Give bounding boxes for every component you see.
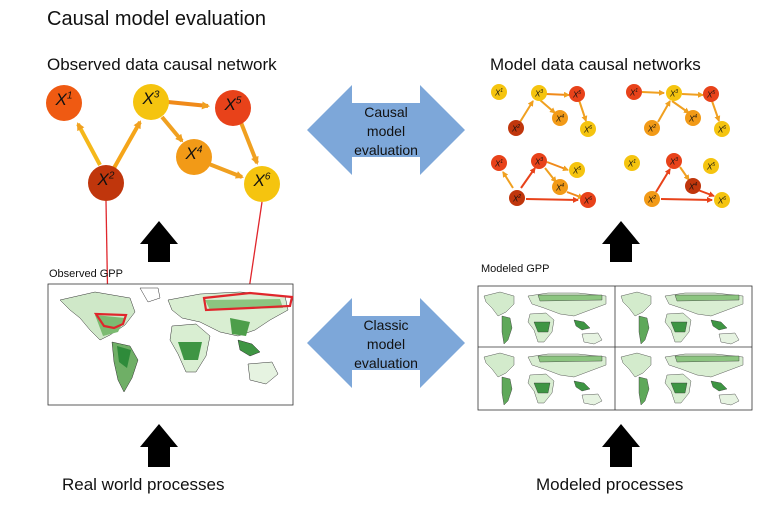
modeled-mini-map-3	[483, 352, 607, 406]
model-network-2	[626, 84, 730, 137]
causal-evaluation-arrow	[307, 85, 465, 175]
edge-x3-x4	[160, 115, 184, 143]
up-arrow-modeled-map	[602, 221, 640, 262]
observed-network-title: Observed data causal network	[47, 55, 277, 74]
model-network-3-node-label: X5	[572, 166, 582, 176]
model-network-2-node-label: X6	[717, 125, 727, 135]
model-network-3-node-label: X2	[512, 194, 522, 204]
modeled-mini-map-1	[483, 291, 607, 345]
model-network-2-node-label: X3	[669, 89, 679, 99]
modeled-map-label: Modeled GPP	[481, 263, 550, 275]
edge-x2-x1	[76, 122, 102, 166]
model-network-1-node-label: X5	[572, 90, 582, 100]
classic-evaluation-arrow	[307, 298, 465, 388]
model-network-3-node-label: X3	[534, 157, 544, 167]
highlight-region-siberia	[202, 291, 294, 312]
model-network-4-node-label: X4	[688, 182, 698, 192]
node-x1-label: X1	[55, 90, 73, 109]
node-x4-label: X4	[185, 144, 203, 163]
observed-network-nodes	[46, 84, 280, 202]
up-arrow-observed-map	[140, 221, 178, 262]
highlight-region-north-america	[93, 312, 128, 330]
node-x1	[46, 85, 82, 121]
causal-evaluation-label: Causal model evaluation	[354, 104, 418, 158]
model-network-3-node-label: X4	[555, 183, 565, 193]
model-network-4-node-label: X5	[706, 162, 716, 172]
model-network-2-node-label: X1	[629, 88, 639, 98]
node-x6-label: X6	[253, 171, 271, 190]
node-x4	[176, 139, 212, 175]
model-networks-title: Model data causal networks	[490, 55, 701, 74]
edge-x5-x6	[238, 119, 259, 165]
link-x6-to-map	[247, 201, 263, 297]
model-network-4-node-label: X6	[717, 196, 727, 206]
modeled-mini-map-4	[620, 352, 744, 406]
model-network-3	[491, 153, 596, 208]
page-title: Causal model evaluation	[47, 8, 267, 30]
node-x6	[244, 166, 280, 202]
up-arrow-modeled-processes	[602, 424, 640, 467]
model-network-1	[491, 84, 596, 137]
edge-x2-x3	[112, 120, 142, 169]
node-x5-label: X5	[224, 95, 242, 114]
observed-network-edges	[76, 100, 259, 179]
model-network-2-node-label: X5	[706, 90, 716, 100]
node-x3	[133, 84, 169, 120]
model-network-4-node-label: X1	[627, 159, 637, 169]
edge-x4-x6	[208, 162, 244, 179]
model-network-1-node-label: X2	[511, 124, 521, 134]
classic-evaluation-label: Classic model evaluation	[354, 317, 418, 371]
edge-x3-x5	[167, 100, 210, 110]
model-network-1-node-label: X1	[494, 88, 504, 98]
model-network-4-node-label: X3	[669, 157, 679, 167]
node-x2	[88, 165, 124, 201]
model-network-3-node-label: X1	[494, 159, 504, 169]
node-x3-label: X3	[142, 89, 160, 108]
model-network-1-node-label: X4	[555, 114, 565, 124]
model-network-1-node-label: X6	[583, 125, 593, 135]
modeled-mini-map-2	[620, 291, 744, 345]
model-network-2-node-label: X4	[688, 114, 698, 124]
model-network-1-node-label: X3	[534, 89, 544, 99]
node-x5	[215, 90, 251, 126]
observed-map	[47, 283, 294, 406]
node-x2-label: X2	[97, 170, 115, 189]
modeled-processes-label: Modeled processes	[536, 475, 684, 494]
model-network-4	[624, 153, 730, 208]
model-network-4-node-label: X2	[647, 195, 657, 205]
observed-map-label: Observed GPP	[49, 268, 123, 280]
model-network-2-node-label: X2	[647, 124, 657, 134]
model-network-3-node-label: X6	[583, 196, 593, 206]
up-arrow-real-world	[140, 424, 178, 467]
real-world-processes-label: Real world processes	[62, 475, 225, 494]
